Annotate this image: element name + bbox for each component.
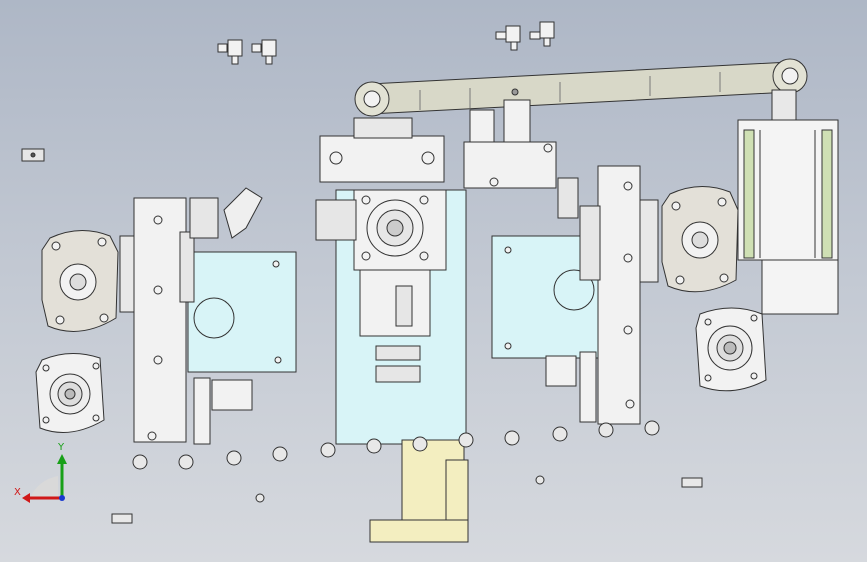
center-module (315, 117, 467, 445)
triad-x-label: X (14, 487, 21, 498)
coordinate-triad (22, 454, 67, 503)
left-module (119, 187, 297, 445)
small-fittings-top-left (217, 39, 277, 65)
small-fittings-top-right (495, 21, 555, 51)
timing-belt (354, 58, 808, 117)
small-nut-left (21, 148, 45, 162)
valve-block (463, 99, 557, 189)
right-module (491, 165, 659, 425)
triad-y-label: Y (58, 442, 65, 453)
yellow-bracket (369, 439, 469, 543)
flange-left-upper (41, 230, 119, 332)
flange-right-upper (661, 186, 739, 293)
flange-left-lower (35, 353, 105, 433)
servo-motor (737, 89, 839, 315)
bolt-row (111, 420, 703, 524)
flange-right-lower (695, 307, 767, 392)
